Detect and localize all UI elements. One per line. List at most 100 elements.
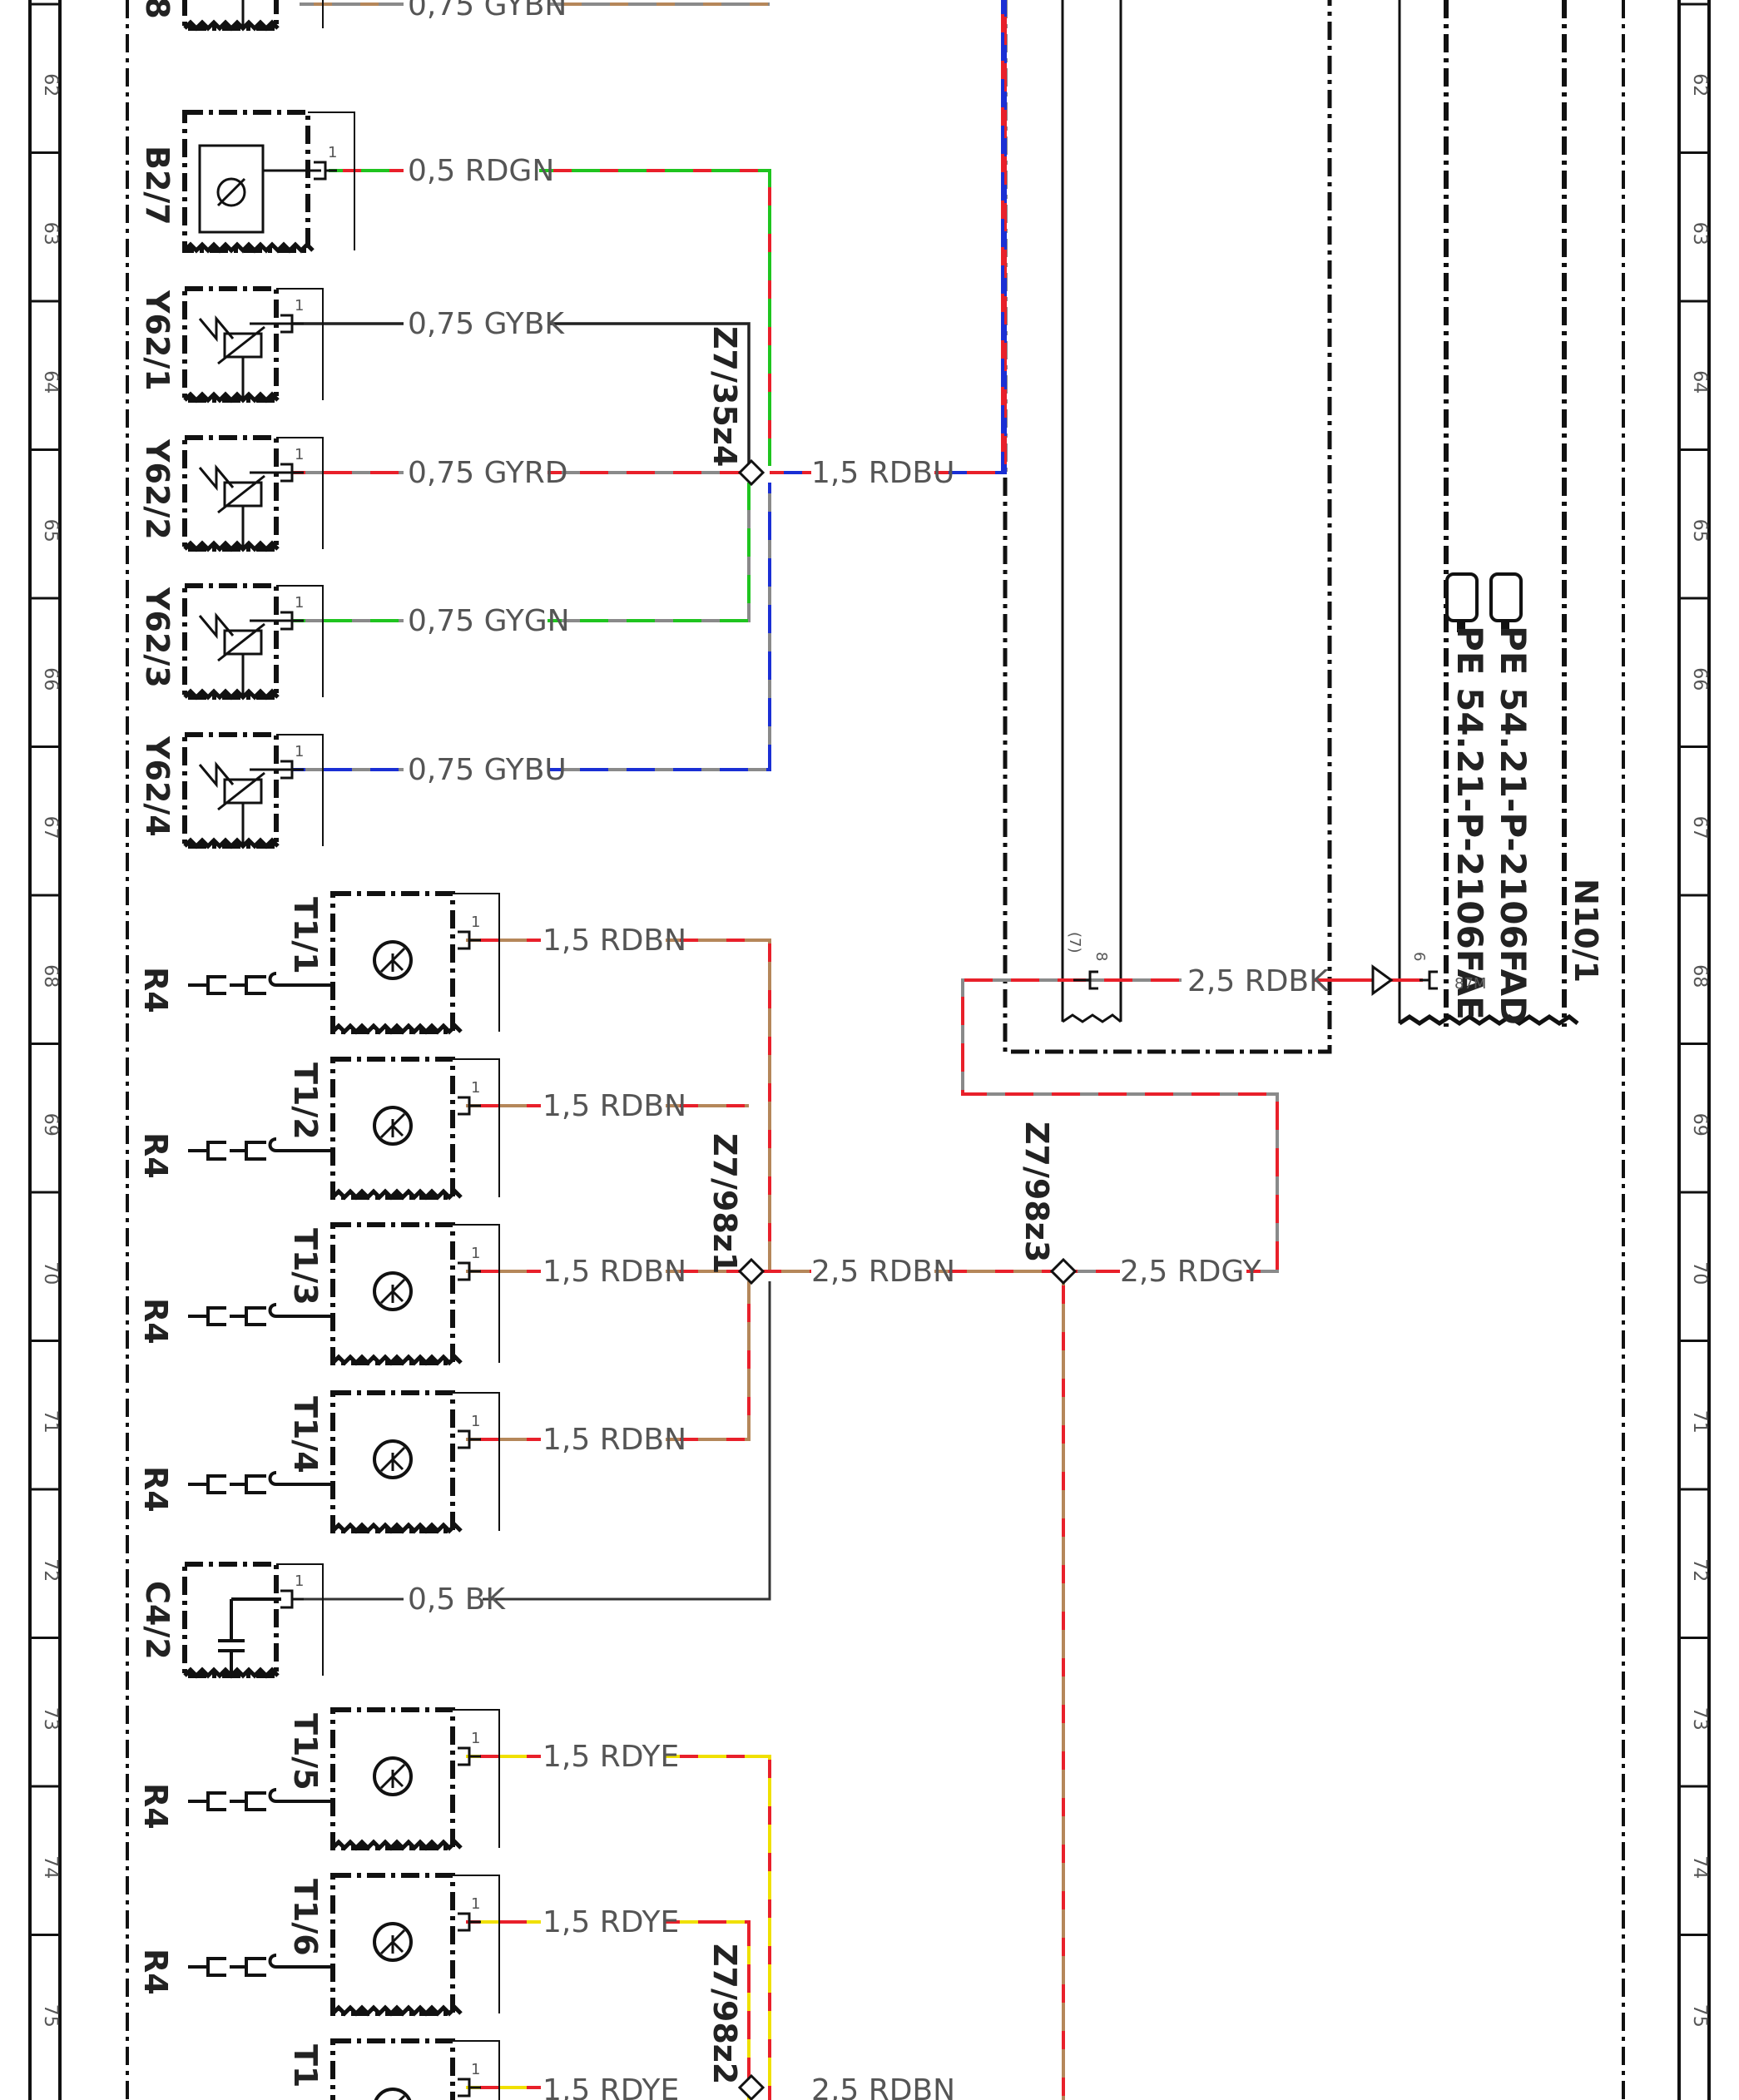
pin-labels: 8 (7) 6 87M [1066, 932, 1486, 993]
pin-label-1: 1 [471, 1079, 480, 1097]
row-number: 66 [40, 667, 61, 691]
pin-label-1: 1 [295, 1573, 304, 1590]
valve-y62-4: 1 Y62/4 [139, 732, 324, 849]
row-number: 74 [40, 1855, 61, 1879]
coil-icon [373, 1922, 413, 1962]
row-number: 70 [1689, 1261, 1710, 1285]
row-number: 72 [1689, 1558, 1710, 1582]
wire-label-t1-6: 1,5 RDYE [543, 1905, 679, 1939]
wire-label-y62-1: 0,75 GYBK [408, 307, 565, 341]
row-number: 65 [40, 519, 61, 542]
row-number: 75 [40, 2004, 61, 2028]
valve-y62-3: 1 Y62/3 [139, 583, 324, 701]
coil-t1-3-label: T1/3 [287, 1228, 324, 1305]
spark-plug-icon [188, 1954, 333, 1977]
wire-z4-out-stripe [770, 0, 1007, 474]
spark-plug-icon [188, 1303, 333, 1326]
wire-label-t1-1: 1,5 RDBN [543, 924, 686, 958]
coil-t1-6-label: T1/6 [287, 1879, 324, 1956]
row-number: 71 [1689, 1410, 1710, 1434]
valve-icon [198, 612, 235, 640]
pin-label-1: 1 [295, 594, 304, 612]
valve-y62-3-label: Y62/3 [139, 587, 176, 688]
wire-label-z1-out: 2,5 RDBN [811, 1255, 955, 1289]
row-number: 71 [40, 1410, 61, 1434]
coil-t1-1: 1 T1/1R4 [137, 891, 500, 1035]
wire-label-n10: 2,5 RDBK [1187, 964, 1330, 998]
wire-label-y62-8: 0,75 GYBN [408, 0, 567, 22]
splice-z7-98z2 [737, 2073, 765, 2100]
wire-label-bottom-1: 1,5 RDYE [543, 2073, 679, 2100]
pin-label-1: 1 [295, 297, 304, 315]
pin-label-1: 1 [471, 2061, 480, 2078]
coil-t1-6: 1T1/6R4 [137, 1873, 500, 2017]
valve-y62-1-label: Y62/1 [139, 290, 176, 391]
coil-t1-1-label: T1/1 [287, 897, 324, 974]
valve-y62-8-label: Y62/8 [139, 0, 176, 19]
wire-label-y62-3: 0,75 GYGN [408, 604, 570, 638]
splice-z7-98z1 [737, 1257, 765, 1285]
row-number: 65 [1689, 519, 1710, 542]
pin-label-1: 1 [295, 743, 304, 760]
module-pin-8 [1073, 970, 1098, 990]
row-number: 63 [1689, 222, 1710, 245]
row-number: 66 [1689, 667, 1710, 691]
n10-1-module: N10/1 [1398, 0, 1604, 1027]
valve-y62-1: 1 Y62/1 [139, 286, 324, 404]
coil-t1-5-r4-label: R4 [137, 1783, 174, 1830]
pin-label-8: 8 [1092, 952, 1110, 961]
wire-label-y62-2: 0,75 GYRD [408, 456, 567, 490]
coil-t1-4: 1T1/4R4 [137, 1390, 500, 1534]
pin-label-1: 1 [328, 144, 337, 161]
module-pin-6 [1419, 970, 1438, 990]
module-rail-bottom [1062, 1013, 1122, 1023]
wire-layer [291, 0, 1423, 2100]
wire-label-z4-out: 1,5 RDBU [811, 456, 954, 490]
coil-t1-4-r4-label: R4 [137, 1466, 174, 1513]
pin-label-1: 1 [471, 914, 480, 931]
splice-labels: Z7/35z4 Z7/98z1 Z7/98z3 Z7/98z2 [706, 326, 1055, 2084]
row-number: 62 [1689, 73, 1710, 97]
spark-plug-icon [188, 1788, 333, 1811]
capacitor-c4-2: 1C4/2 [139, 1562, 324, 1679]
valve-icon [198, 760, 235, 789]
n10-1-label: N10/1 [1568, 879, 1604, 983]
wire-label-bottom-2: 2,5 RDBN [811, 2073, 955, 2100]
row-number: 62 [40, 73, 61, 97]
wire-label-t1-4: 1,5 RDBN [543, 1423, 686, 1457]
connector-arrow-icon [1371, 964, 1394, 996]
row-number: 67 [40, 816, 61, 840]
splice-label-z98z3: Z7/98z3 [1018, 1122, 1055, 1262]
row-number: 68 [1689, 964, 1710, 988]
reference-block: PE 54.21-P-2106FAD PE 54.21-P-2106FAE [1445, 572, 1533, 1025]
row-number: 63 [40, 222, 61, 245]
coil-t1-3-r4-label: R4 [137, 1298, 174, 1345]
wire-label-t1-2: 1,5 RDBN [543, 1089, 686, 1123]
splice-z7-35z4 [737, 458, 765, 487]
valve-y62-4-label: Y62/4 [139, 735, 176, 837]
coil-t1-5-label: T1/5 [287, 1713, 324, 1790]
coil-icon [373, 1271, 413, 1311]
wire-label-y62-4: 0,75 GYBU [408, 753, 567, 787]
splice-label-z98z1: Z7/98z1 [706, 1133, 743, 1274]
module-outline-dashdot [1003, 0, 1332, 1054]
coil-t1-2-r4-label: R4 [137, 1132, 174, 1179]
wire-y62-1-core [291, 322, 751, 466]
wire-label-t1-3: 1,5 RDBN [543, 1255, 686, 1289]
coil-t1-1-r4-label: R4 [137, 967, 174, 1013]
pin-label-1: 1 [471, 1730, 480, 1747]
row-number: 67 [1689, 816, 1710, 840]
coil-icon [373, 1439, 413, 1479]
wire-labels: 0,75 GYBN 0,5 RDGN 0,75 GYBK 0,75 GYRD 0… [408, 0, 1330, 2100]
row-number: 70 [40, 1261, 61, 1285]
valve-icon [198, 463, 235, 492]
wire-y62-4-stripe [291, 483, 771, 771]
row-number: 69 [40, 1113, 61, 1137]
pin-label-1: 1 [471, 1895, 480, 1913]
sensor-b2-7: 1B2/7 [139, 110, 355, 254]
row-number: 75 [1689, 2004, 1710, 2028]
